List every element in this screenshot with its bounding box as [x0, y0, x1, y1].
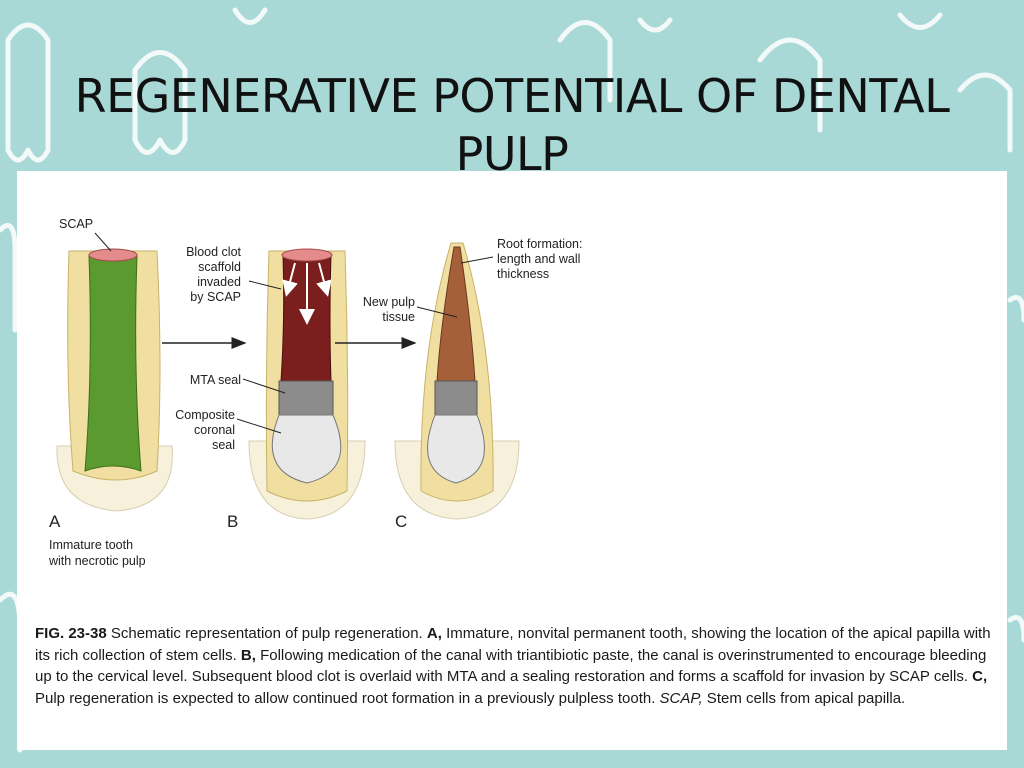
- tooth-b-composite: [271, 414, 342, 484]
- tooth-b: [248, 248, 366, 520]
- tooth-b-mta-seal: [278, 380, 334, 416]
- caption-text-3: Following medication of the canal with t…: [35, 646, 987, 686]
- slide-title: REGENERATIVE POTENTIAL OF DENTAL PULP: [74, 68, 950, 181]
- label-scap: SCAP: [59, 217, 93, 231]
- panel-letter-a: A: [49, 512, 61, 531]
- label-root-formation-3: thickness: [497, 267, 549, 281]
- caption-text-5: Stem cells from apical papilla.: [702, 689, 906, 707]
- label-immature-1: Immature tooth: [49, 538, 133, 552]
- tooth-a-scap: [88, 248, 138, 262]
- tooth-a-pulp: [84, 255, 142, 472]
- figure-panel: SCAP Blood clot scaffold invaded by SCAP…: [17, 171, 1007, 750]
- label-composite-3: seal: [212, 438, 235, 452]
- tooth-c-composite: [427, 414, 485, 484]
- caption-text-4: Pulp regeneration is expected to allow c…: [35, 689, 660, 707]
- label-new-pulp-1: New pulp: [363, 295, 415, 309]
- tooth-c-mta-seal: [434, 380, 478, 416]
- label-mta-seal: MTA seal: [190, 373, 241, 387]
- label-composite-2: coronal: [194, 423, 235, 437]
- label-blood-clot-2: scaffold: [198, 260, 241, 274]
- caption-text-2: Immature, nonvital permanent tooth, show…: [35, 625, 991, 664]
- caption-fig-id: FIG. 23-38: [35, 625, 107, 642]
- tooth-c: [394, 242, 520, 520]
- tooth-b-scap: [281, 248, 333, 262]
- caption-label-a: A,: [426, 625, 442, 642]
- label-new-pulp-2: tissue: [382, 310, 415, 324]
- label-immature-2: with necrotic pulp: [48, 554, 146, 568]
- caption-scap-abbr: SCAP,: [659, 689, 703, 707]
- label-root-formation-1: Root formation:: [497, 237, 582, 251]
- caption-text-1: Schematic representation of pulp regener…: [106, 625, 427, 642]
- label-blood-clot-3: invaded: [197, 275, 241, 289]
- caption-label-b: B,: [240, 646, 256, 664]
- pulp-regeneration-diagram: SCAP Blood clot scaffold invaded by SCAP…: [48, 217, 582, 568]
- figure-caption: FIG. 23-38 Schematic representation of p…: [35, 623, 995, 709]
- caption-label-c: C,: [972, 668, 988, 685]
- panel-letter-b: B: [227, 512, 238, 531]
- label-root-formation-2: length and wall: [497, 252, 580, 266]
- label-composite-1: Composite: [175, 408, 235, 422]
- tooth-a: [56, 248, 173, 512]
- label-blood-clot-4: by SCAP: [190, 290, 241, 304]
- panel-letter-c: C: [395, 512, 407, 531]
- label-blood-clot-1: Blood clot: [186, 245, 241, 259]
